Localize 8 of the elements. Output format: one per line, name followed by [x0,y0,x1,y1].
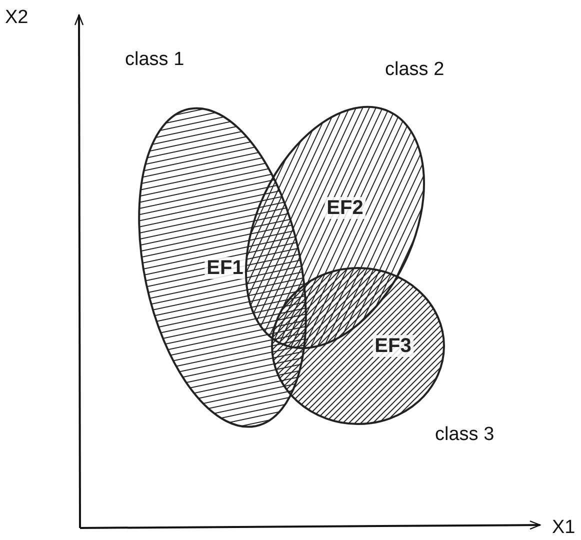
class-label: class 1 [125,50,184,71]
region-label: EF3 [372,335,414,357]
region-label: EF2 [324,197,366,219]
axis-label: X2 [5,8,28,27]
region-label: EF1 [204,257,246,279]
axis-label: X1 [552,518,576,537]
class-label: class 2 [385,60,444,81]
class-label: class 3 [435,425,494,446]
